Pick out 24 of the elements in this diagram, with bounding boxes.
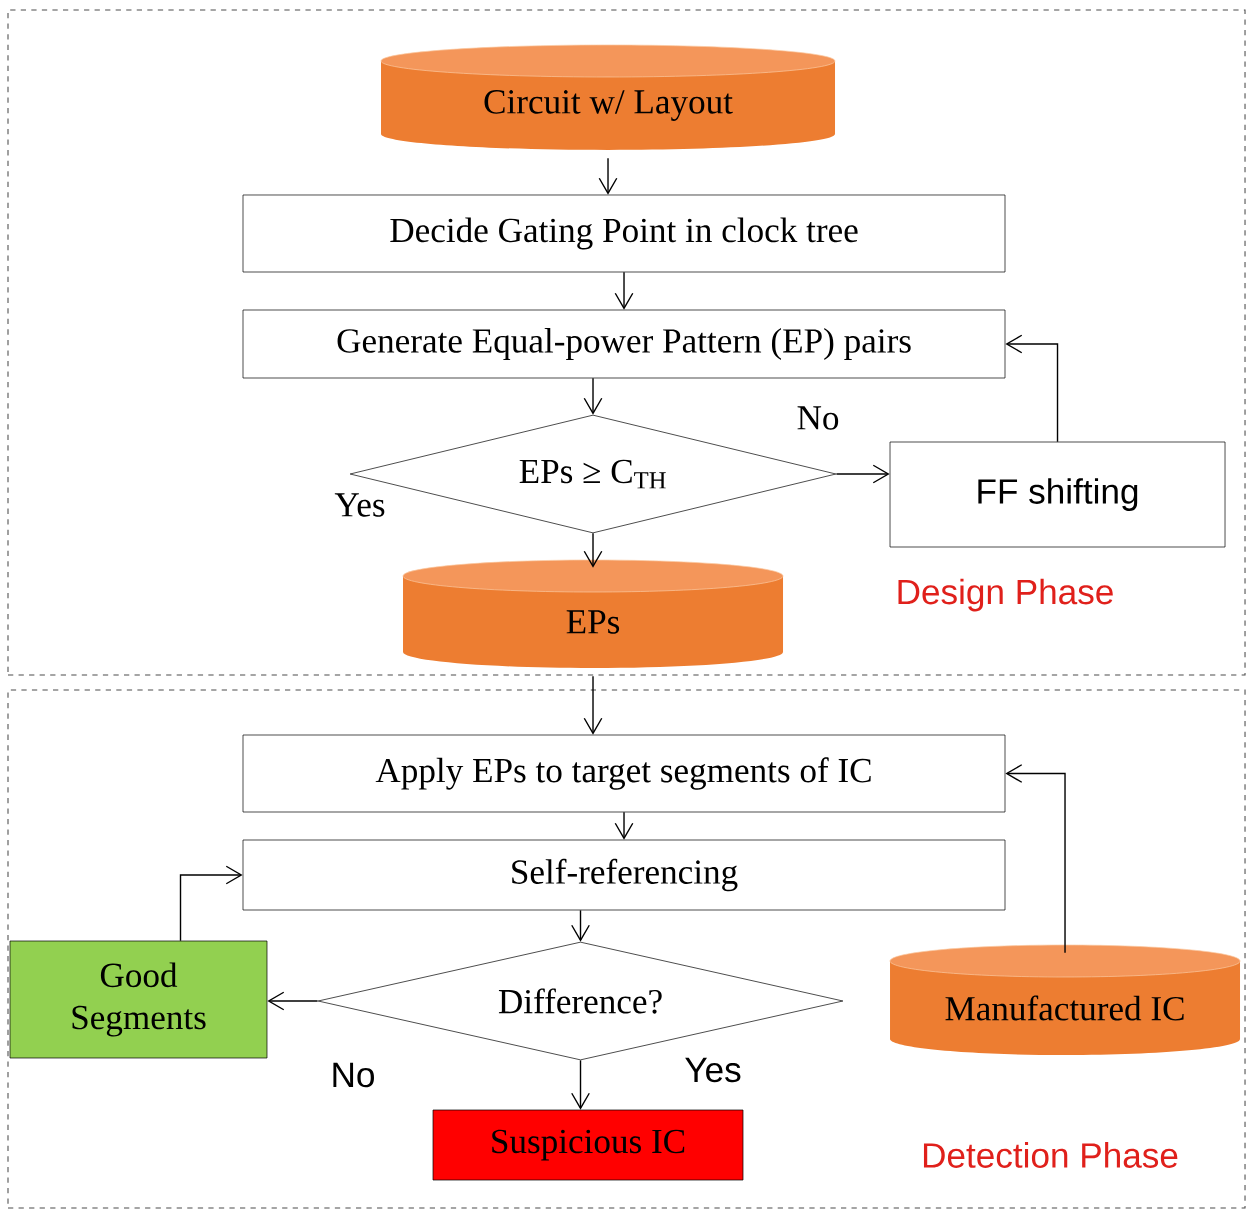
process-box: Good Segments — [9, 940, 268, 1059]
process-box: Decide Gating Point in clock tree — [242, 194, 1006, 273]
database-cylinder: Manufactured IC — [889, 944, 1241, 1055]
arrow — [614, 811, 634, 840]
arrow — [267, 991, 319, 1011]
arrow — [571, 1059, 590, 1110]
branch-label: No — [333, 1062, 374, 1088]
arrow — [835, 464, 890, 484]
arrow — [583, 377, 603, 415]
database-cylinder: Circuit w/ Layout — [380, 44, 836, 150]
arrow — [1005, 334, 1059, 443]
database-cylinder: EPs — [402, 559, 784, 668]
process-box: Self-referencing — [242, 839, 1006, 911]
arrow — [614, 271, 634, 310]
arrow — [598, 157, 618, 195]
process-box: Suspicious IC — [432, 1109, 744, 1181]
arrow — [179, 865, 243, 942]
arrow — [571, 909, 590, 942]
process-box: Generate Equal-power Pattern (EP) pairs — [242, 309, 1006, 379]
arrow — [583, 675, 603, 735]
process-box: Apply EPs to target segments of IC — [242, 734, 1006, 813]
arrow — [1005, 764, 1066, 954]
arrow — [583, 532, 603, 568]
process-box: FF shifting — [889, 441, 1226, 548]
